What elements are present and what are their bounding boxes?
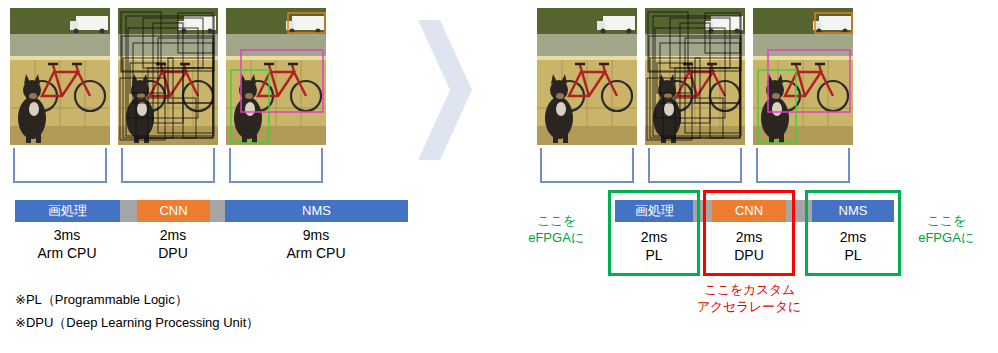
timing-label: 9ms — [271, 226, 361, 244]
photo-detections — [753, 8, 853, 145]
footnote: ※DPU（Deep Learning Processing Unit） — [15, 315, 395, 332]
detection-boxes — [758, 13, 852, 143]
box-label: 2ms — [808, 229, 898, 247]
gap-bar — [210, 200, 225, 222]
timing-label: 2ms — [128, 226, 218, 244]
box-label: PL — [611, 247, 697, 265]
segment-label: NMS — [812, 200, 894, 222]
candidate-boxes — [647, 12, 741, 140]
process-segment: CNN — [137, 200, 210, 222]
box-label: DPU — [706, 247, 792, 265]
segment-label: NMS — [225, 200, 408, 222]
segment-label: 画処理 — [15, 200, 120, 222]
process-segment: NMS — [225, 200, 408, 222]
segment-label: CNN — [137, 200, 210, 222]
footnote: ※PL（Programmable Logic） — [15, 292, 395, 309]
gap-bar — [690, 200, 815, 222]
gap-bar — [120, 200, 137, 222]
photo-candidates — [118, 8, 218, 145]
photo-candidates — [645, 8, 745, 145]
process-segment: 画処理 — [15, 200, 120, 222]
segment-label: 画処理 — [615, 200, 693, 222]
photo-original — [10, 8, 110, 145]
process-segment: CNN — [712, 200, 786, 222]
box-label: 2ms — [706, 229, 792, 247]
segment-label: CNN — [712, 200, 786, 222]
process-segment: NMS — [812, 200, 894, 222]
callout-text: ここを eFPGAに — [915, 213, 977, 247]
processor-label: Arm CPU — [271, 244, 361, 262]
highlight-box: 2msPL NMS — [805, 190, 901, 276]
processor-label: DPU — [128, 244, 218, 262]
candidate-boxes — [120, 12, 214, 140]
transition-chevron — [418, 20, 472, 160]
highlight-box: 2msPL 画処理 — [608, 190, 700, 276]
box-label: PL — [808, 247, 898, 265]
highlight-box: 2msDPU CNN — [703, 190, 795, 276]
photo-detections — [226, 8, 326, 145]
detection-boxes — [231, 13, 325, 143]
timing-label: 3ms — [22, 226, 112, 244]
process-segment: 画処理 — [615, 200, 693, 222]
callout-text: ここをカスタム アクセラレータに — [697, 282, 802, 316]
callout-text: ここを eFPGAに — [525, 213, 587, 247]
box-label: 2ms — [611, 229, 697, 247]
photo-original — [537, 8, 637, 145]
processor-label: Arm CPU — [22, 244, 112, 262]
